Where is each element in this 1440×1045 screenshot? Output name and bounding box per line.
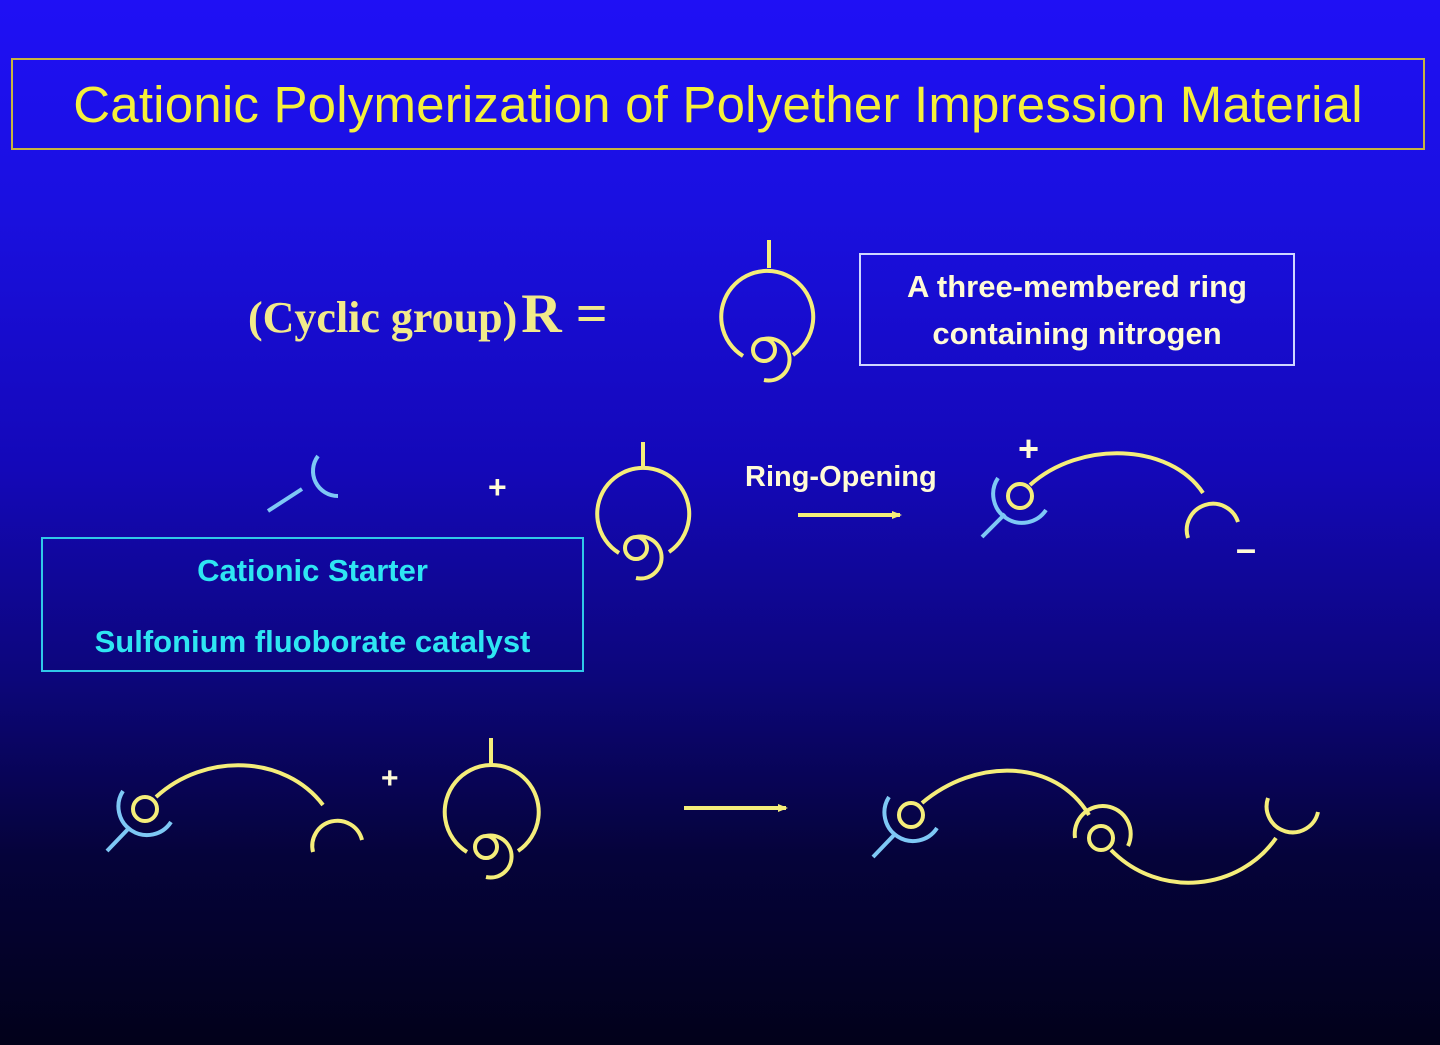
anion-sign: – <box>1236 528 1256 569</box>
starter-line1: Cationic Starter <box>197 553 428 588</box>
ring-description-box: A three-membered ring containing nitroge… <box>859 253 1295 366</box>
title-box: Cationic Polymerization of Polyether Imp… <box>11 58 1425 150</box>
propagated-chain-product-icon <box>871 768 1320 885</box>
ring-description-line2: containing nitrogen <box>932 315 1222 351</box>
monomer-icon-2 <box>442 738 541 880</box>
opened-ring-product-icon <box>980 451 1240 539</box>
monomer-icon-1 <box>595 442 692 581</box>
plus-sign-2: + <box>381 762 399 795</box>
r-monomer-icon <box>719 240 816 383</box>
starter-line2: Sulfonium fluoborate catalyst <box>94 624 531 659</box>
plus-sign-1: + <box>488 469 507 505</box>
cationic-starter-box: Cationic Starter Sulfonium fluoborate ca… <box>41 537 584 672</box>
cyclic-group-prefix: (Cyclic group) <box>248 293 518 342</box>
growing-chain-icon <box>105 763 364 853</box>
r-equals: R = <box>521 283 608 345</box>
cation-sign: + <box>1018 428 1039 469</box>
slide-title: Cationic Polymerization of Polyether Imp… <box>73 75 1363 133</box>
cationic-starter-icon <box>266 454 339 513</box>
ring-opening-label: Ring-Opening <box>745 461 937 493</box>
ring-description-line1: A three-membered ring <box>907 268 1247 304</box>
cyclic-group-label: (Cyclic group) R = <box>248 282 608 346</box>
